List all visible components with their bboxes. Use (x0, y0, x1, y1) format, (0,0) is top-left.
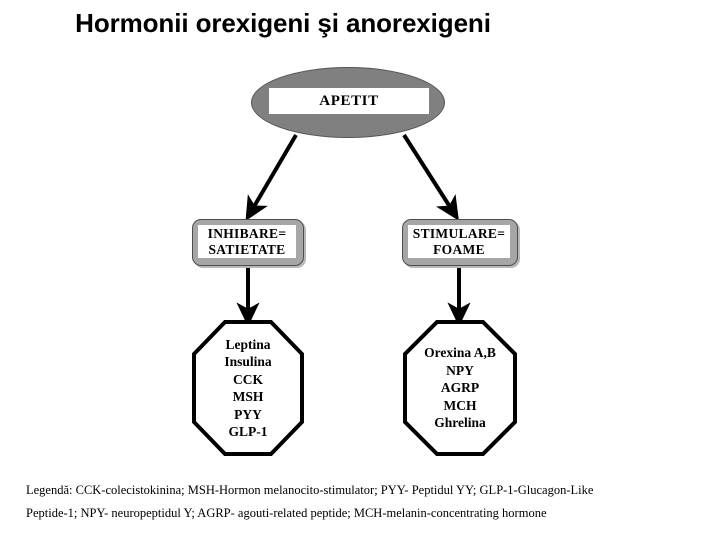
inhibare-line-1: INHIBARE= (207, 225, 287, 241)
list-item: NPY (446, 362, 474, 378)
list-item: GLP-1 (228, 424, 268, 439)
list-item: MSH (232, 389, 264, 404)
list-item: Ghrelina (434, 415, 486, 431)
octagon-outline-left (192, 320, 304, 456)
list-item: AGRP (440, 380, 480, 396)
list-item: Orexina A,B (424, 345, 496, 361)
orexigenic-hormone-list: Orexina A,B NPY AGRP MCH Ghrelina (403, 320, 517, 456)
inhibare-box[interactable]: INHIBARE= SATIETATE (192, 219, 304, 266)
octagon-outline-right (403, 320, 517, 456)
anorexigenic-hormone-list: Leptina Insulina CCK MSH PYY GLP-1 (192, 320, 304, 456)
list-item: PYY (234, 406, 262, 422)
stimulare-line-2: FOAME (433, 241, 485, 257)
stimulare-box-inner: STIMULARE= FOAME (408, 225, 510, 258)
arrow-apetit-to-inhibare (245, 133, 298, 222)
legend-line-2: Peptide-1; NPY- neuropeptidul Y; AGRP- a… (26, 506, 547, 520)
stimulare-line-1: STIMULARE= (412, 225, 506, 241)
inhibare-line-2: SATIETATE (208, 241, 286, 257)
anorexigenic-hormones-octagon[interactable]: Leptina Insulina CCK MSH PYY GLP-1 (192, 320, 304, 456)
list-item: Leptina (225, 336, 271, 352)
inhibare-box-inner: INHIBARE= SATIETATE (198, 225, 296, 258)
arrow-apetit-to-stimulare (402, 133, 459, 221)
list-item: Insulina (224, 354, 272, 369)
stimulare-box[interactable]: STIMULARE= FOAME (402, 219, 518, 266)
list-item: CCK (233, 371, 263, 387)
legend-line-1: Legendă: CCK-colecistokinina; MSH-Hormon… (26, 483, 594, 497)
apetit-label: APETIT (269, 88, 429, 114)
page-title: Hormonii orexigeni şi anorexigeni (75, 8, 491, 38)
legend: Legendă: CCK-colecistokinina; MSH-Hormon… (26, 479, 698, 525)
list-item: MCH (443, 397, 477, 413)
orexigenic-hormones-octagon[interactable]: Orexina A,B NPY AGRP MCH Ghrelina (403, 320, 517, 456)
